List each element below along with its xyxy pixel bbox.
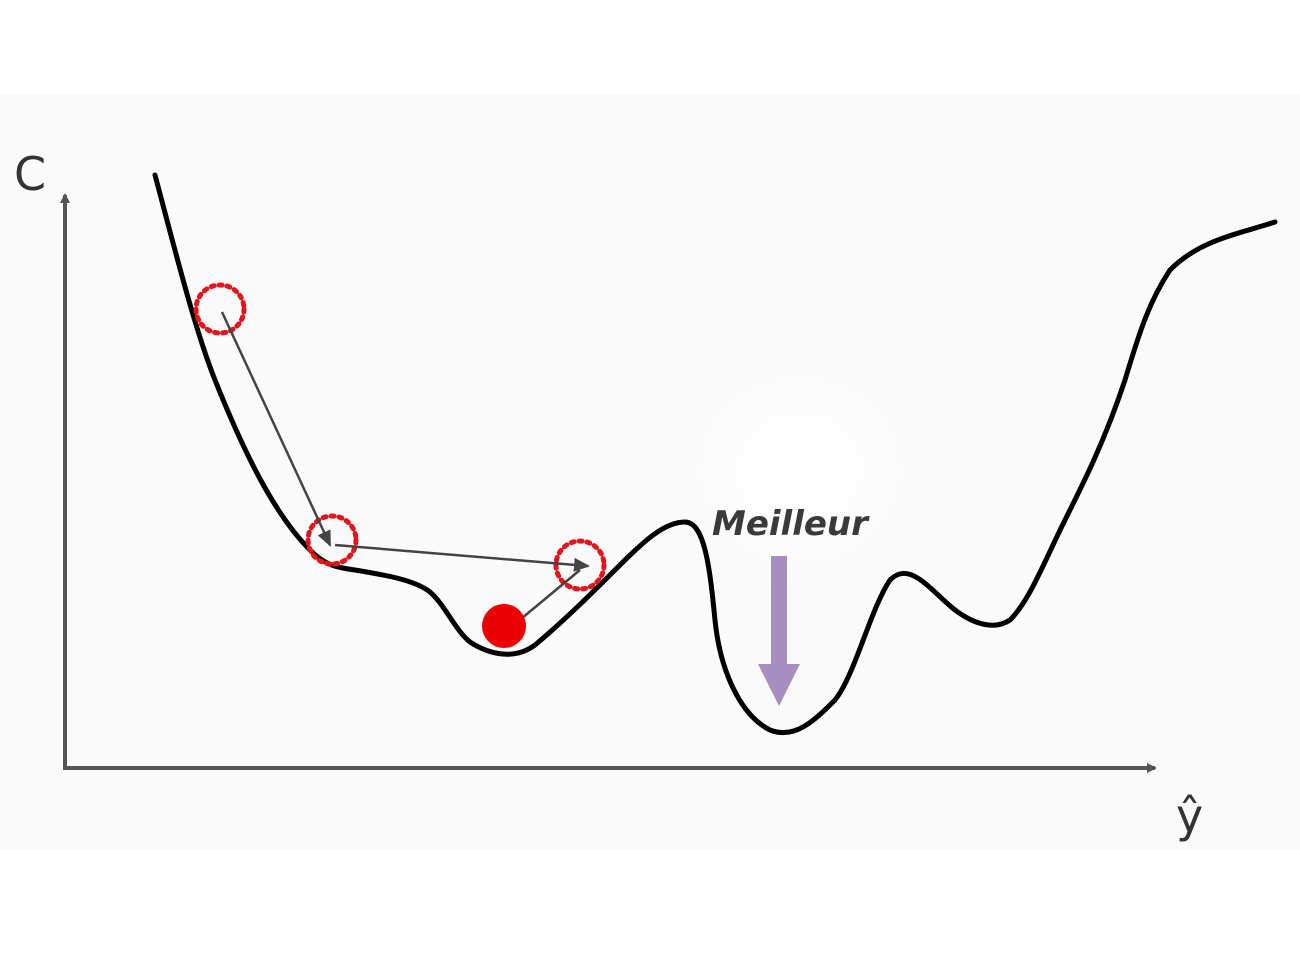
ball-local-minimum	[482, 604, 526, 648]
step-arrow-1	[220, 311, 332, 547]
step-marker-2	[305, 513, 359, 567]
step-arrow-2	[334, 543, 590, 572]
y-axis-label: C	[14, 147, 46, 201]
best-arrow-shaft	[771, 556, 787, 668]
step-marker-1	[193, 282, 247, 336]
best-label: Meilleur	[712, 504, 870, 544]
best-arrow-head	[758, 664, 800, 706]
x-axis-label: ŷ	[1176, 789, 1203, 843]
diagram-background	[0, 95, 1300, 850]
highlight-glow	[660, 340, 940, 600]
step-marker-3	[553, 538, 607, 592]
